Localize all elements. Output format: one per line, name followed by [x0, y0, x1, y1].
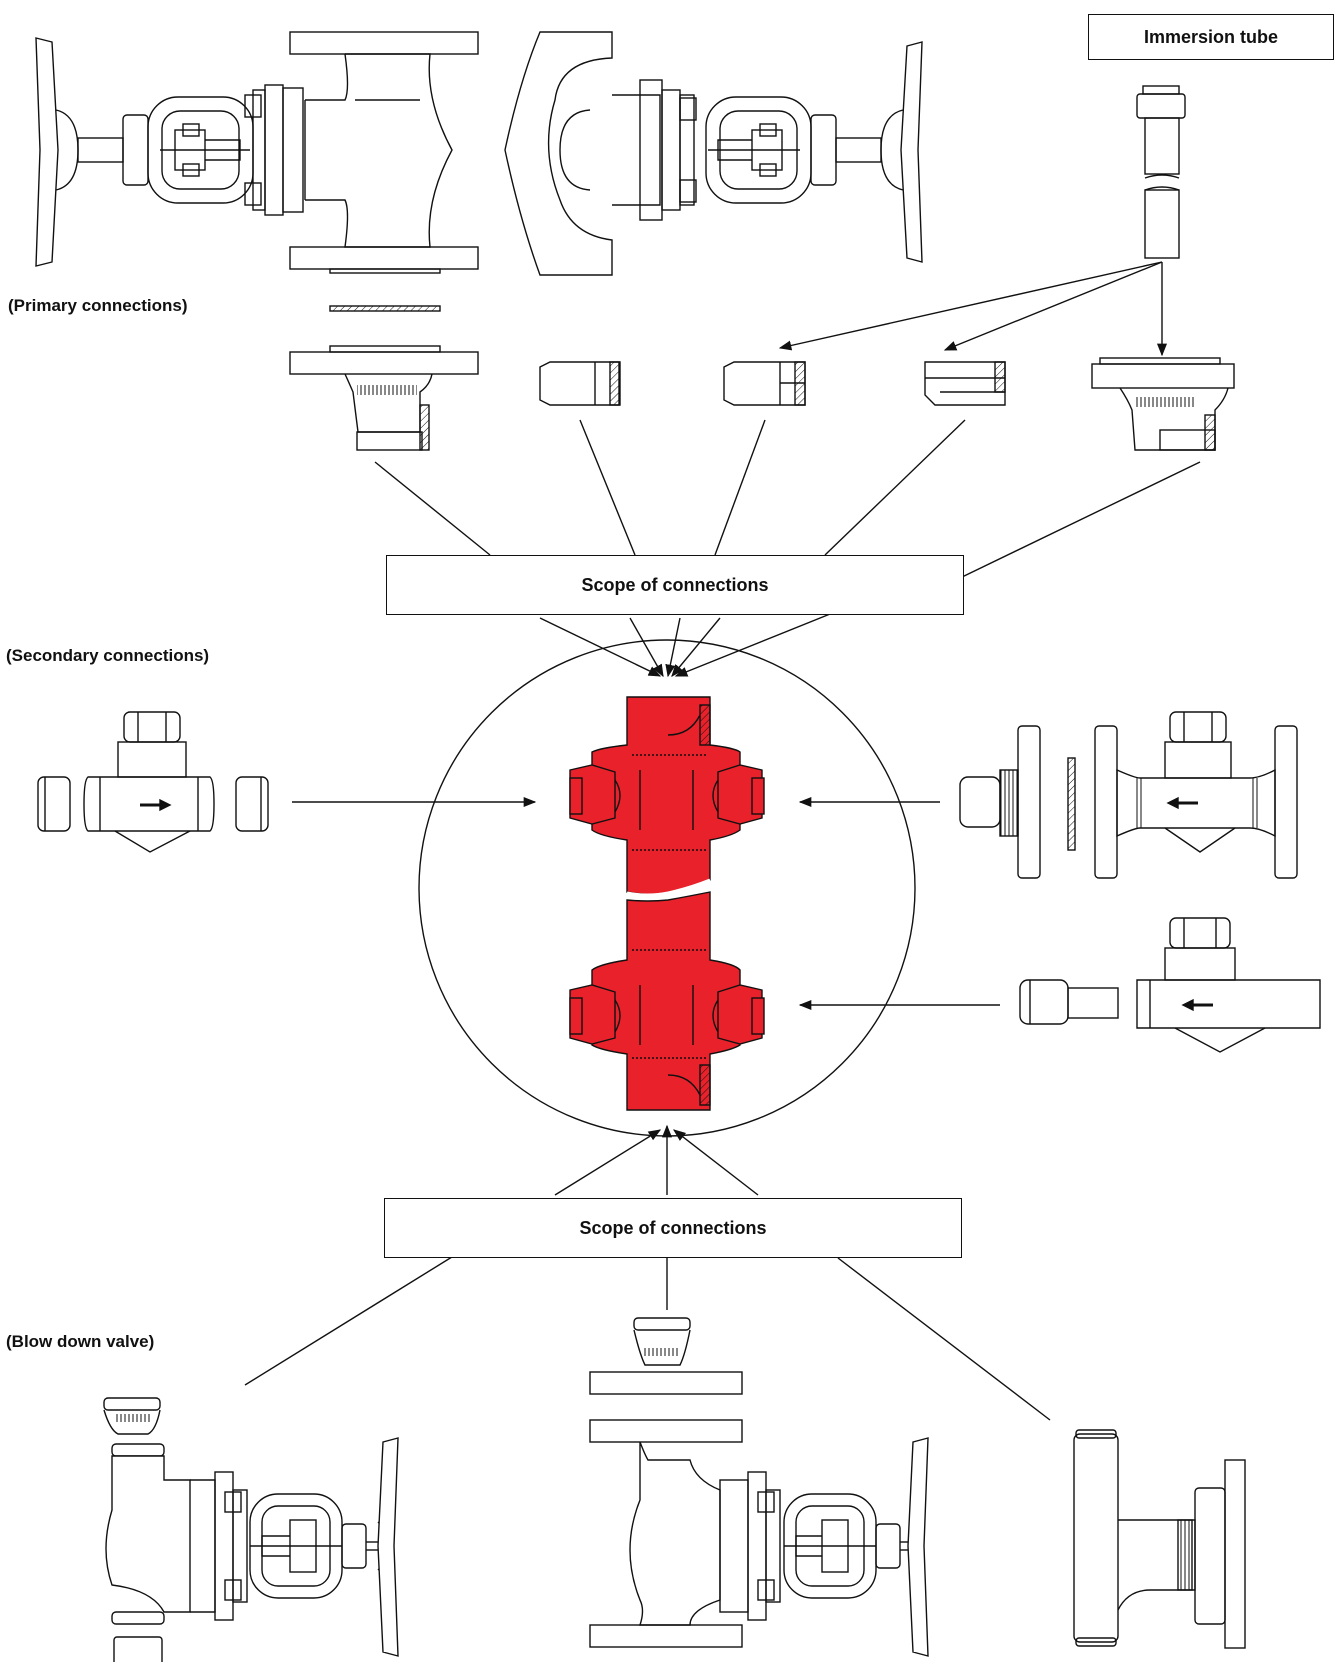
- scope-of-connections-label-bottom: Scope of connections: [579, 1217, 767, 1238]
- immersion-tube-box: Immersion tube: [1088, 14, 1334, 60]
- primary-valve-center: [504, 31, 923, 276]
- main-body-red: [569, 696, 765, 1111]
- immersion-tube-part: [1136, 85, 1186, 259]
- gasket: [329, 305, 441, 312]
- blowdown-valve-center: [589, 1317, 929, 1657]
- fitting-reducer: [924, 361, 1006, 406]
- secondary-trap-left: [37, 711, 269, 853]
- fitting-socket-weld-1: [539, 361, 621, 406]
- scope-of-connections-box-top: Scope of connections: [386, 555, 964, 615]
- secondary-trap-right-socket: [1019, 917, 1321, 1053]
- secondary-connections-label: (Secondary connections): [6, 646, 210, 665]
- fitting-weld-neck-flange: [289, 345, 479, 451]
- secondary-trap-right-flanged: [959, 711, 1298, 879]
- scope-of-connections-box-bottom: Scope of connections: [384, 1198, 962, 1258]
- immersion-tube-label: Immersion tube: [1143, 26, 1279, 47]
- blowdown-tee-right: [1073, 1429, 1246, 1649]
- blow-down-valve-label: (Blow down valve): [6, 1332, 155, 1351]
- main-body-details: [614, 704, 719, 1106]
- blowdown-valve-left: [103, 1397, 399, 1662]
- scope-of-connections-label-top: Scope of connections: [581, 574, 769, 595]
- primary-valve-left: [35, 31, 479, 274]
- fitting-slip-on-flange: [1091, 357, 1235, 451]
- fitting-socket-weld-2: [723, 361, 806, 406]
- primary-connections-label: (Primary connections): [8, 296, 188, 315]
